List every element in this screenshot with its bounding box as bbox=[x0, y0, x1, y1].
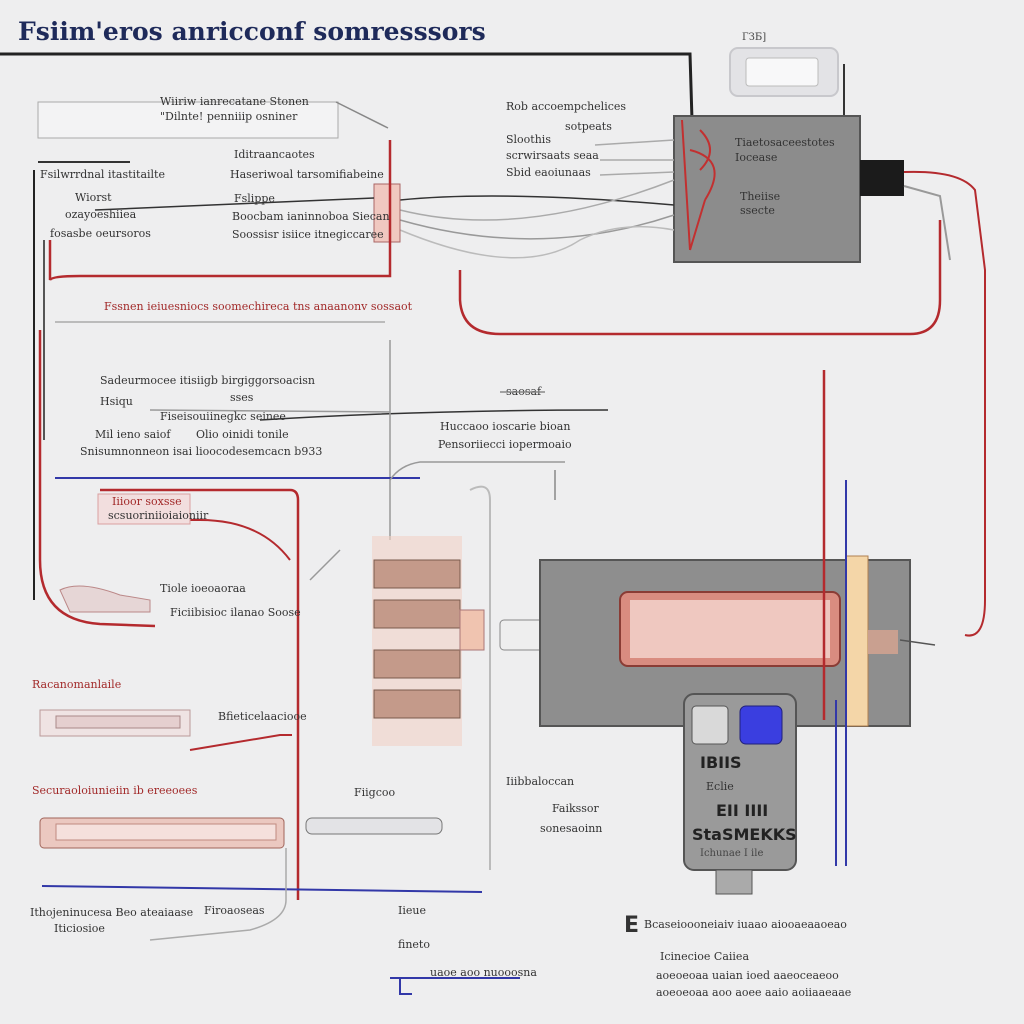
wire-red-loop bbox=[458, 220, 942, 336]
mid-label-5: Mil ieno saiof bbox=[95, 428, 171, 441]
bottom-left-label-5: fineto bbox=[398, 938, 430, 951]
center-label-3: Fslippe bbox=[234, 192, 275, 205]
mid-label-6: Olio oinidi tonile bbox=[196, 428, 289, 441]
center-label-1: Iditraancaotes bbox=[234, 148, 315, 161]
mid-label-10: Pensoriiecci iopermoaio bbox=[438, 438, 572, 451]
red-label-4: Securaoloiunieiin ib ereeoees bbox=[32, 784, 198, 797]
bottom-mid-label-3: Faikssor bbox=[552, 802, 600, 815]
red-label-1: Iiioor soxsse bbox=[112, 495, 182, 508]
module-label-1: Tiaetosaceestotes bbox=[735, 136, 835, 149]
left-label-3: ozayoeshiiea bbox=[65, 208, 137, 221]
left-small-label-2: Ficiibisioc ilanao Soose bbox=[170, 606, 301, 619]
center-label-5: Soossisr isiice itnegiccaree bbox=[232, 228, 384, 241]
bottom-mid-label-2: Iiibbaloccan bbox=[506, 775, 574, 788]
mid-label-2: Hsiqu bbox=[100, 395, 133, 408]
bottom-mid-label-4: sonesaoinn bbox=[540, 822, 602, 835]
relay-code: ГЗБ] bbox=[742, 32, 766, 43]
module-label-4: ssecte bbox=[740, 204, 775, 217]
module-left-label-1: Rob accoempchelices bbox=[506, 100, 626, 113]
mid-label-4: Fiseisouiinegkc seinee bbox=[160, 410, 286, 423]
diagram-title: Fsiim'eros anricconf somresssors bbox=[18, 17, 486, 46]
wire-top-black bbox=[0, 52, 694, 121]
harness-connector bbox=[373, 183, 401, 243]
module-left-label-5: Sbid eaoiunaas bbox=[506, 166, 591, 179]
module-label-3: Theiise bbox=[740, 190, 780, 203]
module-left-label-4: scrwirsaats seaa bbox=[506, 149, 599, 162]
control-module bbox=[673, 115, 861, 263]
red-heading: Fssnen ieiuesniocs soomechireca tns anaa… bbox=[104, 300, 413, 313]
bottom-left-label-4: Iieue bbox=[398, 904, 426, 917]
left-small-label-3: Bfieticelaaciooe bbox=[218, 710, 307, 723]
left-label-2: Wiorst bbox=[75, 191, 112, 204]
mid-label-3: sses bbox=[230, 391, 254, 404]
block1-line-2: "Dilnte! penniiip osniner bbox=[160, 110, 298, 123]
stator-assembly bbox=[372, 536, 485, 746]
bottom-right-label-3: aoeoeoaa aoo aoee aaio aoiiaaeaae bbox=[656, 986, 851, 999]
module-left-label-2: Sloothis bbox=[506, 133, 551, 146]
left-small-label-1: Tiole ioeoaoraa bbox=[160, 582, 246, 595]
part-label-3: EII IIII bbox=[716, 801, 768, 820]
inline-fuse bbox=[305, 817, 443, 835]
part-label-5: Ichunae I ile bbox=[700, 848, 763, 859]
mid-label-1: Sadeurmocee itisiigb birgiggorsoacisn bbox=[100, 374, 315, 387]
center-label-4: Boocbam ianinnoboa Siecan bbox=[232, 210, 390, 223]
e-letter: E bbox=[624, 913, 639, 938]
bottom-right-label-1: Icinecioe Caiiea bbox=[660, 950, 749, 963]
left-label-1: Fsilwrrdnal itastitailte bbox=[40, 168, 165, 181]
module-left-label-3: sotpeats bbox=[565, 120, 612, 133]
mid-label-7: Snisumnonneon isai lioocodesemcacn b933 bbox=[80, 445, 322, 458]
bottom-mid-label-1: Fiigcoo bbox=[354, 786, 395, 799]
top-left-strip bbox=[37, 101, 339, 139]
red-label-3: Racanomanlaile bbox=[32, 678, 121, 691]
mid-label-9: Huccaoo ioscarie bioan bbox=[440, 420, 570, 433]
module-label-2: Iocease bbox=[735, 151, 777, 164]
part-label-2: Eclie bbox=[706, 780, 734, 793]
bottom-right-label-2: aoeoeoaa uaian ioed aaeoceaeoo bbox=[656, 969, 839, 982]
left-label-4: fosasbe oeursoros bbox=[50, 227, 151, 240]
sensor-module bbox=[683, 693, 797, 895]
center-label-2: Haseriwoal tarsomifiabeine bbox=[230, 168, 384, 181]
bottom-left-label-2: Iticiosioe bbox=[54, 922, 105, 935]
bottom-left-label-1: Ithojeninucesa Beo ateaiaase bbox=[30, 906, 193, 919]
block1-line-1: Wiiriw ianrecatane Stonen bbox=[160, 95, 309, 108]
part-label-1: IBIIS bbox=[700, 753, 742, 772]
red-label-2: scsuoriniioiaioniir bbox=[108, 509, 209, 522]
part-label-4: StaSMEKKS bbox=[692, 825, 797, 844]
e-caption: Bcaseioooneiaiv iuaao aiooaeaaoeao bbox=[644, 918, 847, 931]
bottom-left-label-6: uaoe aoo nuooosna bbox=[430, 966, 537, 979]
bottom-left-label-3: Firoaoseas bbox=[204, 904, 265, 917]
